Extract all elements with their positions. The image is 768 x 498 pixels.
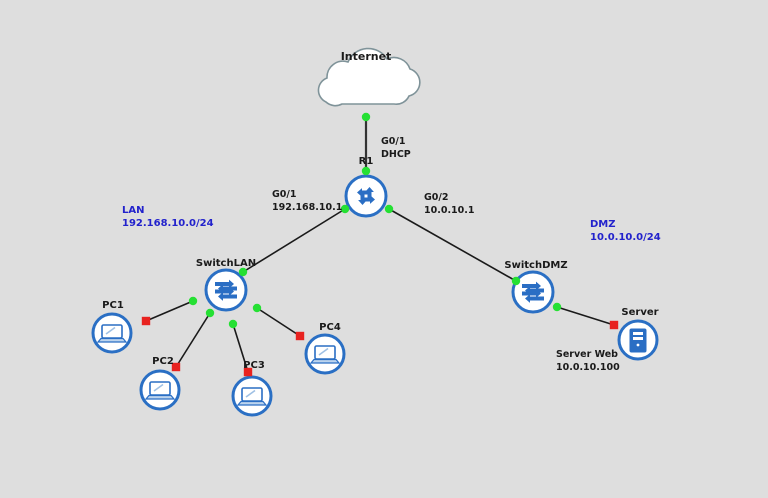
host-label-server-web-label: Server Web 10.0.10.100	[556, 349, 620, 373]
interface-label-line: G0/1	[272, 189, 297, 200]
node-pc3[interactable]	[231, 375, 273, 417]
node-r1[interactable]	[344, 174, 388, 218]
node-switchlan[interactable]	[204, 268, 248, 312]
link-endpoint-switchlan-pc1-from	[188, 296, 198, 306]
link-endpoint-internet-r1-to	[361, 166, 371, 176]
node-pc2[interactable]	[139, 369, 181, 411]
link-endpoint-r1-switchlan-to	[238, 267, 248, 277]
link-endpoint-internet-r1-from	[361, 112, 371, 122]
zone-label-line: LAN	[122, 205, 144, 216]
link-r1-switchdmz	[388, 208, 517, 282]
link-switchlan-pc2	[175, 312, 211, 368]
link-endpoint-switchlan-pc3-from	[228, 319, 238, 329]
link-endpoint-r1-switchdmz-to	[511, 276, 521, 286]
cloud-shape	[317, 47, 421, 107]
markers-layer	[141, 112, 619, 377]
link-switchlan-pc4	[256, 307, 301, 337]
node-label-pc3: PC3	[243, 360, 265, 371]
link-endpoint-switchlan-pc4-to	[295, 331, 305, 341]
interface-label-line: 192.168.10.1	[272, 202, 342, 213]
zone-label-line: DMZ	[590, 219, 616, 230]
link-endpoint-r1-switchdmz-from	[384, 204, 394, 214]
node-server[interactable]	[617, 319, 659, 361]
node-switchdmz[interactable]	[511, 270, 555, 314]
link-endpoint-switchlan-pc4-from	[252, 303, 262, 313]
node-label-pc4: PC4	[319, 322, 341, 333]
link-endpoint-switchdmz-server-from	[552, 302, 562, 312]
interface-label-line: 10.0.10.1	[424, 205, 475, 216]
link-endpoint-switchdmz-server-to	[609, 320, 619, 330]
node-internet[interactable]	[317, 47, 421, 107]
link-switchlan-pc3	[232, 323, 249, 373]
node-label-internet: Internet	[341, 50, 392, 63]
link-endpoint-switchlan-pc3-to	[243, 367, 253, 377]
node-pc1[interactable]	[91, 312, 133, 354]
link-endpoint-switchlan-pc2-to	[171, 362, 181, 372]
node-label-switchdmz: SwitchDMZ	[504, 260, 567, 271]
zone-label-line: 192.168.10.0/24	[122, 218, 214, 229]
interface-label-iface-lan: G0/1 192.168.10.1	[272, 189, 342, 213]
node-label-switchlan: SwitchLAN	[196, 258, 256, 269]
link-switchlan-pc1	[145, 300, 194, 322]
host-label-line: 10.0.10.100	[556, 362, 620, 373]
link-r1-switchlan	[242, 208, 346, 273]
zone-label-zone-lan: LAN 192.168.10.0/24	[122, 205, 214, 229]
interface-label-line: G0/2	[424, 192, 449, 203]
interface-label-line: DHCP	[381, 149, 411, 160]
node-label-pc2: PC2	[152, 356, 174, 367]
link-switchdmz-server	[556, 306, 615, 326]
node-label-pc1: PC1	[102, 300, 124, 311]
zone-label-zone-dmz: DMZ 10.0.10.0/24	[590, 219, 661, 243]
link-endpoint-switchlan-pc2-from	[205, 308, 215, 318]
links-layer	[145, 117, 615, 373]
node-pc4[interactable]	[304, 333, 346, 375]
node-label-server: Server	[621, 307, 658, 318]
node-label-r1: R1	[359, 156, 374, 167]
zone-label-line: 10.0.10.0/24	[590, 232, 661, 243]
interface-label-iface-dmz: G0/2 10.0.10.1	[424, 192, 475, 216]
link-endpoint-switchlan-pc1-to	[141, 316, 151, 326]
interface-label-line: G0/1	[381, 136, 406, 147]
nodes-layer	[91, 47, 659, 417]
host-label-line: Server Web	[556, 349, 618, 360]
link-endpoint-r1-switchlan-from	[340, 204, 350, 214]
